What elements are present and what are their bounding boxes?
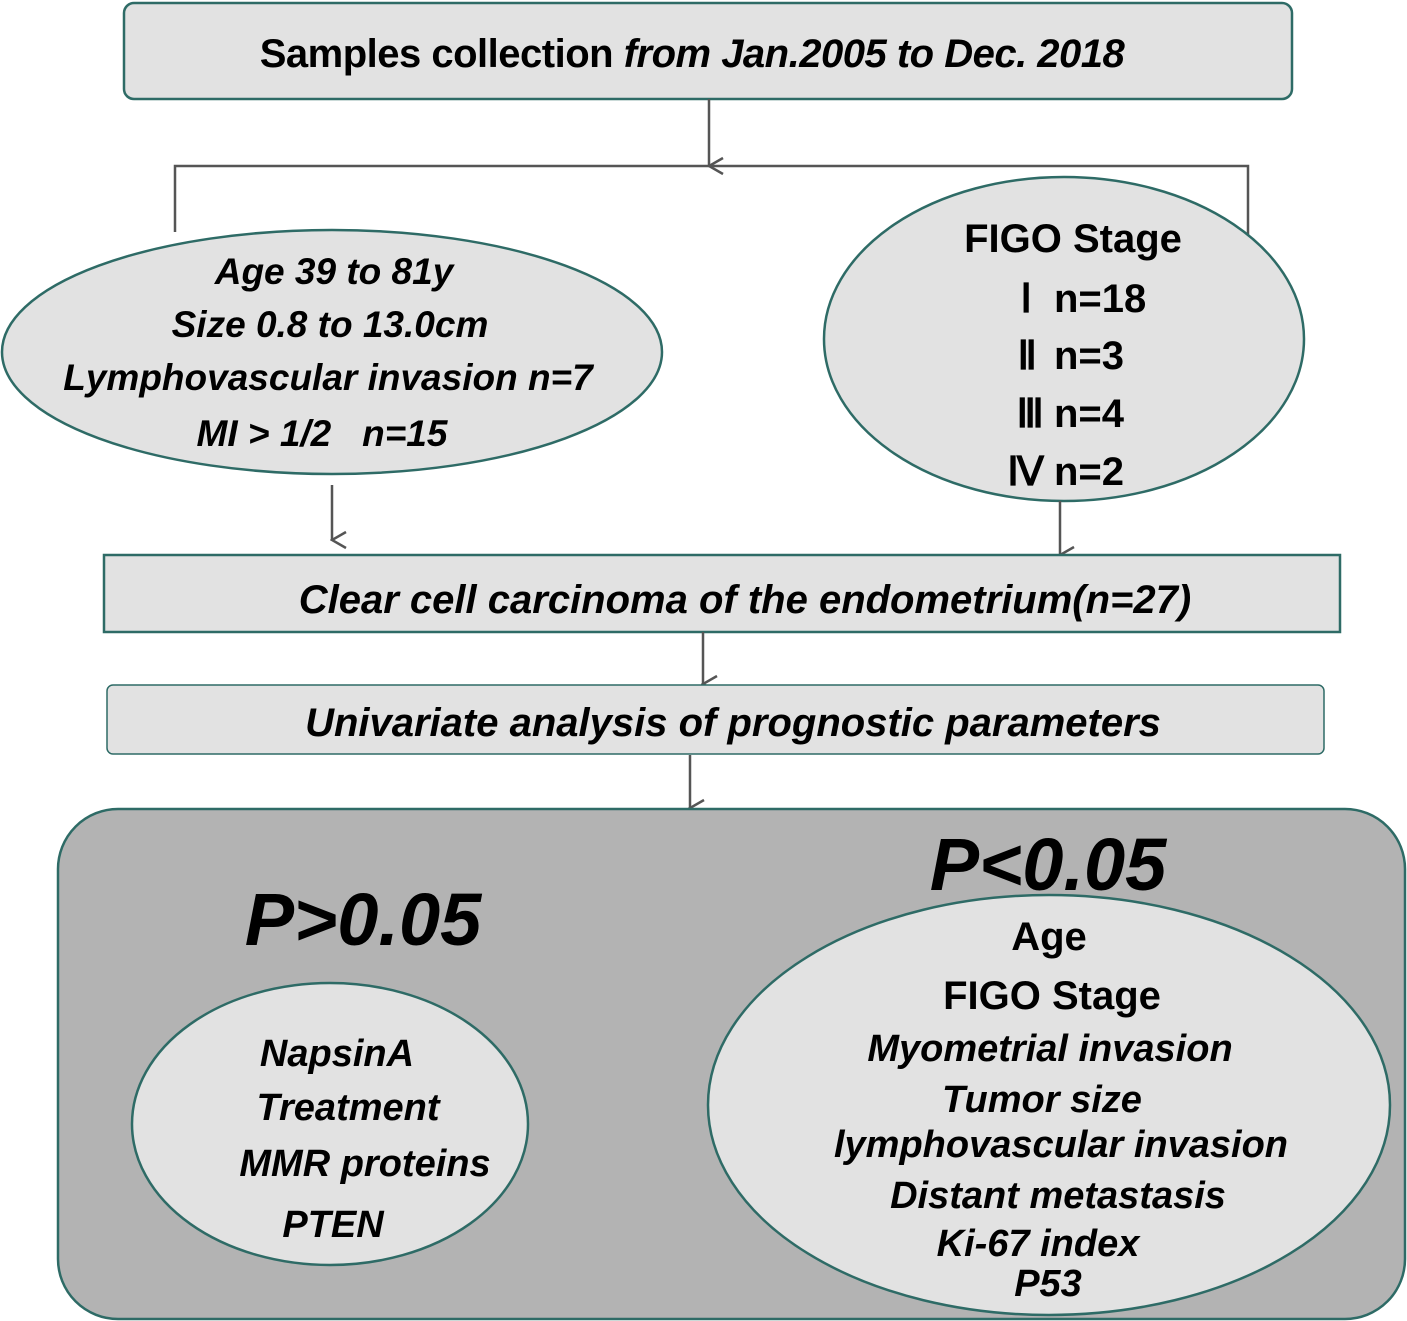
left-oval-line-3: Lymphovascular invasion n=7: [63, 357, 595, 398]
figo-stage-4-count: n=2: [1054, 450, 1124, 494]
figo-stage-2-numeral: Ⅱ: [1017, 334, 1037, 378]
left-item-2: Treatment: [256, 1087, 440, 1129]
figo-stage-1-count: n=18: [1054, 277, 1146, 321]
split-connector: [173, 164, 1250, 240]
left-oval-line-1: Age 39 to 81y: [214, 251, 456, 292]
right-heading: P<0.05: [930, 823, 1168, 906]
right-item-figo-stage: FIGO Stage: [943, 974, 1161, 1018]
figo-stage-4-numeral: Ⅳ: [1007, 450, 1045, 494]
right-item-age: Age: [1011, 915, 1087, 959]
middle-box: [102, 553, 1342, 634]
left-oval: [0, 228, 664, 476]
figo-stage-1-numeral: Ⅰ: [1020, 277, 1032, 321]
figo-stage-3-count: n=4: [1054, 392, 1125, 436]
left-oval-line-2: Size 0.8 to 13.0cm: [172, 304, 489, 345]
right-result-oval: [706, 893, 1392, 1317]
right-item-p53: P53: [1014, 1263, 1082, 1305]
left-heading: P>0.05: [245, 878, 483, 961]
top-box-text: Samples collection from Jan.2005 to Dec.…: [260, 32, 1126, 76]
right-item-myometrial-invasion: Myometrial invasion: [867, 1028, 1232, 1070]
right-item-ki67-index: Ki-67 index: [937, 1223, 1142, 1265]
analysis-box: [106, 684, 1325, 755]
middle-box-text: Clear cell carcinoma of the endometrium(…: [299, 578, 1191, 622]
right-item-tumor-size: Tumor size: [942, 1079, 1142, 1121]
left-item-3: MMR proteins: [239, 1143, 490, 1185]
left-item-4: PTEN: [282, 1204, 385, 1246]
left-result-oval: [130, 981, 530, 1267]
left-oval-line-4: MI > 1/2 n=15: [197, 413, 449, 454]
analysis-box-text: Univariate analysis of prognostic parame…: [305, 701, 1161, 745]
figo-stage-3-numeral: Ⅲ: [1016, 392, 1044, 436]
top-box-text-italic: from Jan.2005 to Dec. 2018: [624, 32, 1126, 76]
left-item-1: NapsinA: [260, 1033, 414, 1075]
right-item-distant-metastasis: Distant metastasis: [890, 1175, 1226, 1217]
right-oval-title: FIGO Stage: [964, 217, 1182, 261]
right-oval: [822, 175, 1306, 503]
top-box-text-regular: Samples collection: [260, 32, 624, 76]
right-item-lymphovascular-invasion: lymphovascular invasion: [834, 1124, 1288, 1166]
figo-stage-2-count: n=3: [1054, 334, 1124, 378]
